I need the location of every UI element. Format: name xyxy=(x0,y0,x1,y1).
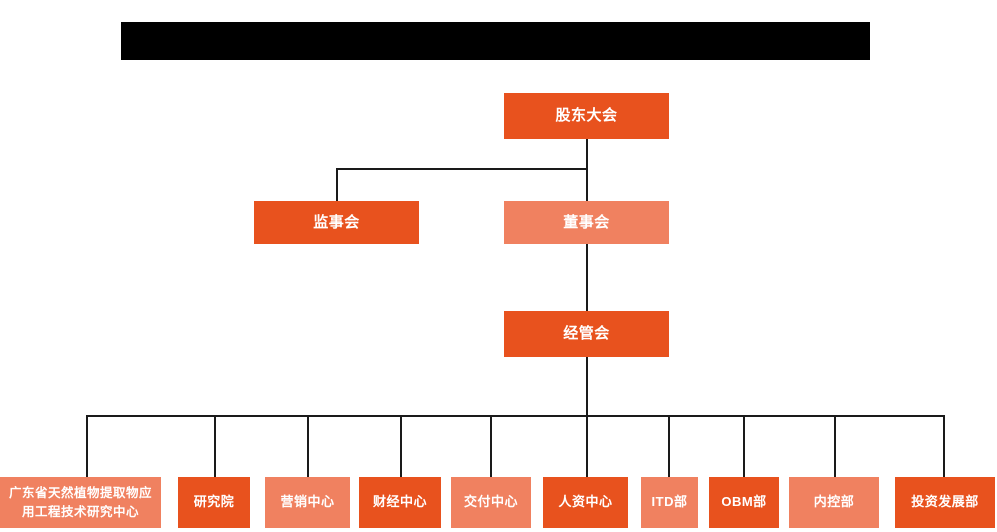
node-obm-dept-label: OBM部 xyxy=(721,494,767,510)
node-finance-center-label: 财经中心 xyxy=(372,494,427,510)
connector-to-delivery-center xyxy=(490,415,492,477)
node-directors-label: 董事会 xyxy=(563,213,610,231)
connector-to-hr-center xyxy=(586,415,588,477)
connector-to-finance-center xyxy=(400,415,402,477)
connector-bus-departments xyxy=(86,415,943,417)
node-hr-center[interactable]: 人资中心 xyxy=(543,477,628,528)
connector-to-itd-dept xyxy=(668,415,670,477)
node-research-center-label: 广东省天然植物提取物应 用工程技术研究中心 xyxy=(8,486,152,519)
node-supervisors-label: 监事会 xyxy=(313,213,360,231)
node-obm-dept[interactable]: OBM部 xyxy=(709,477,779,528)
node-management-label: 经管会 xyxy=(563,325,610,343)
node-research-center[interactable]: 广东省天然植物提取物应 用工程技术研究中心 xyxy=(0,477,161,528)
connector-to-obm-dept xyxy=(743,415,745,477)
node-internal-control-dept[interactable]: 内控部 xyxy=(789,477,879,528)
node-shareholders-label: 股东大会 xyxy=(555,107,618,125)
node-research-institute[interactable]: 研究院 xyxy=(178,477,250,528)
connector-to-research-institute xyxy=(214,415,216,477)
node-directors[interactable]: 董事会 xyxy=(504,201,669,244)
connector-to-investment-development-dept xyxy=(943,415,945,477)
connector-directors-to-management xyxy=(586,242,588,311)
node-itd-dept-label: ITD部 xyxy=(651,494,688,510)
connector-to-internal-control-dept xyxy=(834,415,836,477)
node-investment-development-dept[interactable]: 投资发展部 xyxy=(895,477,995,528)
connector-to-marketing-center xyxy=(307,415,309,477)
node-marketing-center-label: 营销中心 xyxy=(280,494,335,510)
node-internal-control-dept-label: 内控部 xyxy=(813,494,855,510)
node-delivery-center-label: 交付中心 xyxy=(463,494,518,510)
connector-to-research-center xyxy=(86,415,88,477)
node-research-institute-label: 研究院 xyxy=(193,494,235,510)
redacted-title-banner xyxy=(121,22,870,60)
node-finance-center[interactable]: 财经中心 xyxy=(359,477,441,528)
connector-shareholders-down xyxy=(586,139,588,170)
connector-management-down xyxy=(586,357,588,417)
node-itd-dept[interactable]: ITD部 xyxy=(641,477,698,528)
node-hr-center-label: 人资中心 xyxy=(558,494,613,510)
connector-to-supervisors xyxy=(336,168,338,201)
connector-bus-level2 xyxy=(336,168,588,170)
node-supervisors[interactable]: 监事会 xyxy=(254,201,419,244)
node-management[interactable]: 经管会 xyxy=(504,311,669,357)
connector-to-directors xyxy=(586,168,588,201)
node-shareholders[interactable]: 股东大会 xyxy=(504,93,669,139)
node-delivery-center[interactable]: 交付中心 xyxy=(451,477,531,528)
node-investment-development-dept-label: 投资发展部 xyxy=(911,494,979,510)
node-marketing-center[interactable]: 营销中心 xyxy=(265,477,350,528)
